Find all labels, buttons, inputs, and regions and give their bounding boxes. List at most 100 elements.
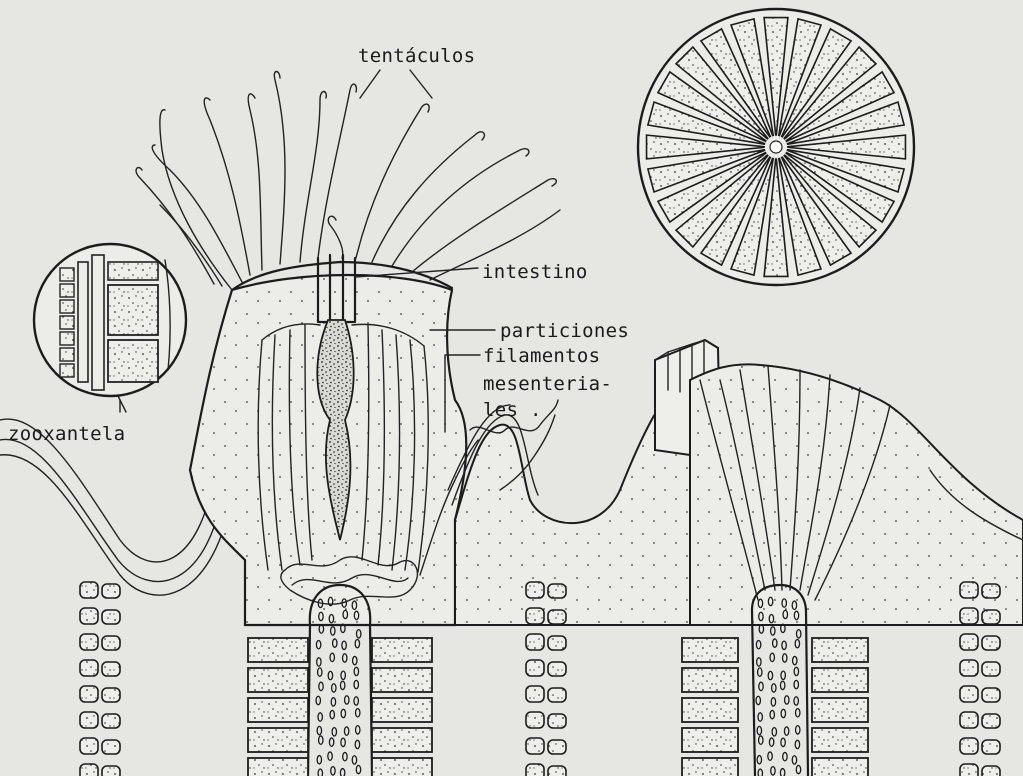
skeleton-pore: [781, 738, 785, 746]
skeleton-block: [682, 698, 738, 722]
skeleton-pore: [759, 682, 763, 690]
skeleton-fragment: [982, 636, 1000, 650]
skeleton-pore: [795, 639, 799, 647]
skeleton-pore: [329, 738, 333, 746]
skeleton-pore: [316, 640, 320, 648]
skeleton-fragment: [102, 688, 120, 702]
skeleton-pore: [759, 625, 763, 633]
skeleton-block: [248, 638, 308, 662]
skeleton-block: [372, 728, 432, 752]
skeleton-fragment: [982, 714, 1000, 728]
skeleton-pore: [780, 769, 784, 776]
zooxanthella-cell: [60, 268, 74, 281]
skeleton-pore: [784, 727, 788, 735]
skeleton-block: [812, 728, 868, 752]
skeleton-pore: [328, 752, 332, 760]
skeleton-pore: [330, 710, 334, 718]
skeleton-pore: [772, 728, 776, 736]
label-zooxantela: zooxantela: [8, 423, 125, 445]
skeleton-fragment: [80, 712, 98, 728]
skeleton-pore: [771, 698, 775, 706]
skeleton-pore: [317, 658, 321, 666]
zooxanthella-cell: [60, 332, 74, 345]
skeleton-pore: [353, 656, 357, 664]
skeleton-fragment: [982, 688, 1000, 702]
skeleton-pore: [328, 671, 332, 679]
skeleton-fragment: [526, 712, 544, 728]
skeleton-fragment: [526, 634, 544, 650]
skeleton-pore: [783, 654, 787, 662]
skeleton-fragment: [548, 714, 566, 728]
skeleton-block: [248, 698, 308, 722]
skeleton-pore: [796, 709, 800, 717]
skeleton-pore: [780, 681, 784, 689]
label-mesenteria: mesenteria-: [483, 373, 612, 395]
skeleton-fragment: [102, 766, 120, 776]
skeleton-pore: [341, 738, 345, 746]
skeleton-pore: [331, 767, 335, 775]
zooxanthella-cell: [60, 284, 74, 297]
skeleton-pore: [771, 627, 775, 635]
skeleton-pore: [794, 667, 798, 675]
skeleton-pore: [343, 752, 347, 760]
skeleton-pore: [792, 756, 796, 764]
skeleton-pore: [785, 696, 789, 704]
skeleton-pore: [331, 698, 335, 706]
skeleton-pore: [319, 736, 323, 744]
skeleton-fragment: [548, 688, 566, 702]
zooxanthella-cell: [60, 316, 74, 329]
skeleton-block: [372, 638, 432, 662]
skeleton-pore: [343, 654, 347, 662]
label-particiones: particiones: [500, 320, 629, 342]
skeleton-pore: [340, 769, 344, 776]
skeleton-pore: [318, 668, 322, 676]
skeleton-pore: [352, 756, 356, 764]
skeleton-pore: [341, 671, 345, 679]
skeleton-block: [812, 758, 868, 776]
skeleton-fragment: [526, 764, 544, 776]
skeleton-pore: [772, 684, 776, 692]
skeleton-block: [372, 758, 432, 776]
skeleton-pore: [317, 756, 321, 764]
zooxanthellae-inset: [34, 244, 186, 412]
skeleton-pore: [769, 738, 773, 746]
skeleton-block: [248, 668, 308, 692]
skeleton-fragment: [80, 764, 98, 776]
skeleton-fragment: [526, 660, 544, 676]
skeleton-pore: [345, 696, 349, 704]
skeleton-fragment: [960, 764, 978, 776]
loose-skeleton-left: [80, 582, 120, 776]
skeleton-pore: [342, 641, 346, 649]
skeleton-pore: [757, 658, 761, 666]
tentacles: [136, 72, 560, 291]
skeleton-fragment: [960, 660, 978, 676]
skeleton-fragment: [960, 738, 978, 754]
skeleton-pore: [356, 630, 360, 638]
skeleton-pore: [756, 640, 760, 648]
skeleton-block: [248, 728, 308, 752]
skeleton-fragment: [526, 686, 544, 702]
skeleton-fragment: [80, 660, 98, 676]
polyp-body: [190, 255, 466, 625]
label-filamentos: filamentos: [483, 345, 600, 367]
skeleton-fragment: [548, 610, 566, 624]
skeleton-pore: [356, 765, 360, 773]
skeleton-fragment: [526, 582, 544, 598]
skeleton-pore: [354, 680, 358, 688]
skeleton-fragment: [526, 738, 544, 754]
skeleton-pore: [770, 710, 774, 718]
skeleton-fragment: [548, 636, 566, 650]
skeleton-pore: [332, 684, 336, 692]
skeleton-fragment: [102, 636, 120, 650]
skeleton-block: [372, 698, 432, 722]
skeleton-pore: [768, 752, 772, 760]
skeleton-pore: [317, 726, 321, 734]
skeleton-pore: [319, 682, 323, 690]
skeleton-fragment: [548, 766, 566, 776]
zooxanthella-cell: [60, 300, 74, 313]
skeleton-pore: [757, 726, 761, 734]
skeleton-pore: [771, 767, 775, 775]
skeleton-pore: [354, 667, 358, 675]
skeleton-fragment: [80, 634, 98, 650]
skeleton-pore: [344, 727, 348, 735]
